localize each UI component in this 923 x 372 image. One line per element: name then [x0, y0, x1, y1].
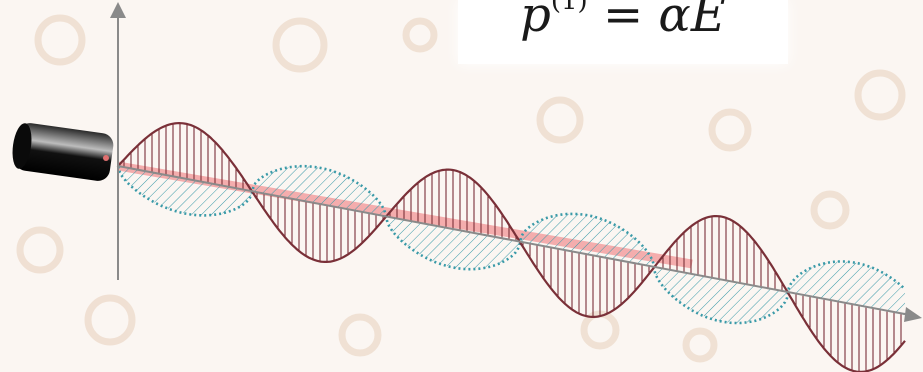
formula-coefficient: α: [658, 0, 691, 43]
formula-panel: p(1) = αE: [458, 0, 788, 64]
propagation-axis: [117, 165, 911, 316]
background-watermark: [16, 14, 906, 363]
polarization-wave-fill: [118, 166, 905, 323]
laser-emitter-icon: [12, 123, 114, 181]
propagation-axis-arrow: [904, 307, 922, 322]
electric-field-vectors: [123, 123, 902, 372]
polarization-wave: [116, 164, 906, 325]
electric-field-wave: [117, 121, 906, 372]
formula-symbol: p: [520, 0, 551, 43]
formula-equals: =: [602, 0, 644, 43]
polarization-formula: p(1) = αE: [458, 0, 788, 43]
formula-variable: E: [690, 0, 726, 43]
vertical-axis-arrow: [110, 2, 126, 18]
formula-superscript: (1): [550, 0, 588, 16]
